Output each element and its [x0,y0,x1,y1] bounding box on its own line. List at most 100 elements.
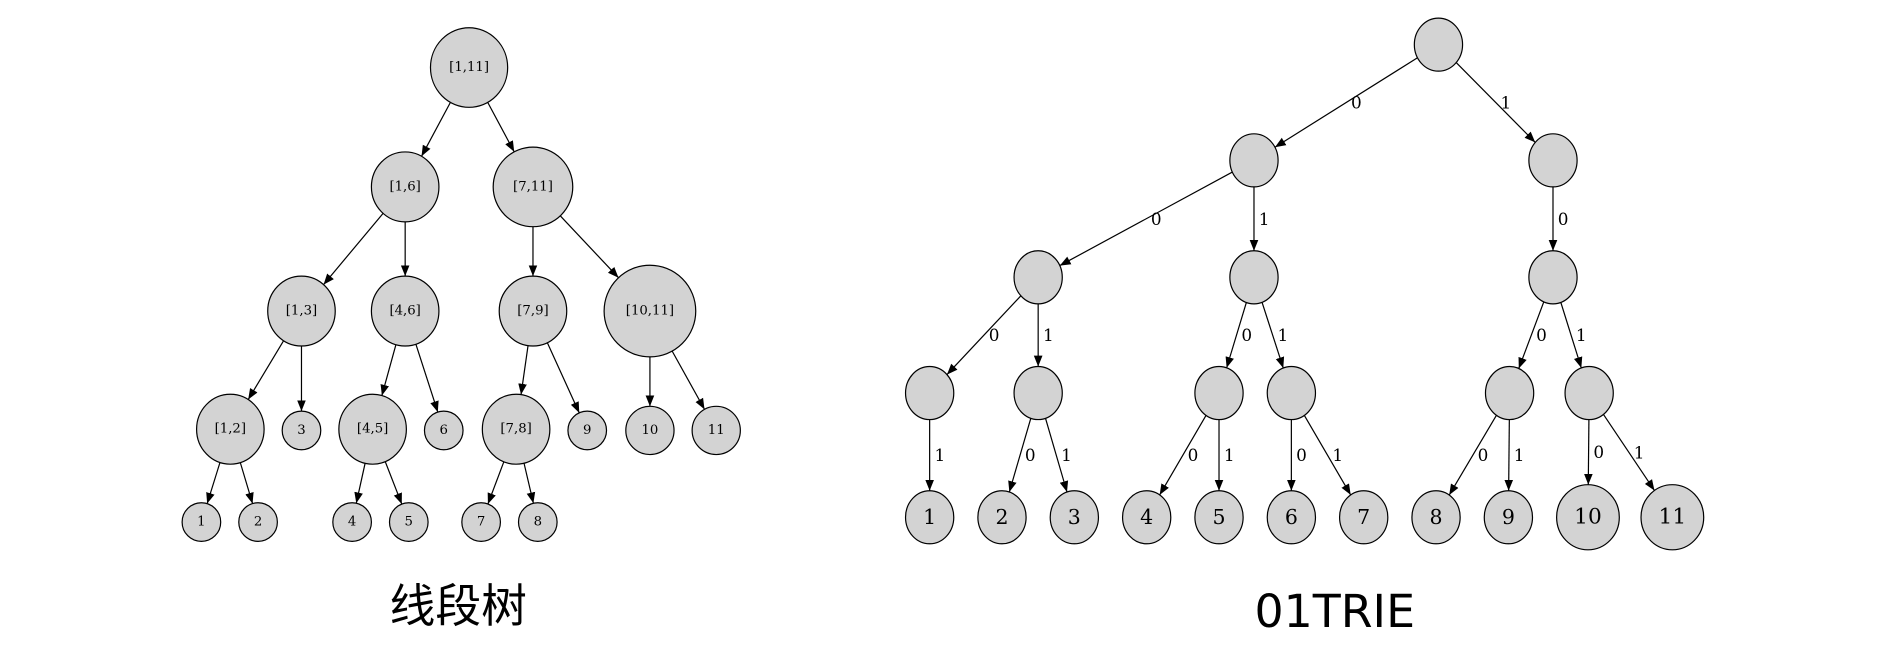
trie-edge [1261,302,1285,369]
trie-node: 11 [1640,484,1705,551]
segment-tree-node: [1,2] [195,393,265,465]
trie-node-circle [1121,490,1172,545]
segment-tree-node-label: [1,6] [389,179,420,194]
trie-node-circle [1556,484,1620,551]
segment-tree-node-label: 3 [297,423,305,438]
segment-tree-edge [247,340,285,400]
segment-tree-node-circle [388,502,429,542]
trie-node [1564,365,1614,421]
trie-edge-label: 0 [1536,325,1547,345]
segment-tree-node-label: 4 [348,515,356,530]
segment-tree-edge [546,342,580,414]
segment-tree-node: [7,8] [481,393,551,465]
trie-title: 01TRIE [1255,584,1416,638]
segment-tree-node-circle [181,502,222,542]
segment-tree-node-label: 8 [534,515,542,530]
segment-tree-node: 2 [238,502,278,542]
segment-tree-edge [523,463,536,504]
trie-node-circle [1528,250,1578,305]
trie-edge-label: 1 [1043,325,1054,345]
trie-node-circle [904,365,955,421]
trie-node-circle [1640,484,1705,551]
trie-node-label: 5 [1212,505,1225,529]
trie-node [1266,365,1317,421]
trie-edge [1455,62,1536,143]
segment-tree-node-circle [603,264,697,358]
segment-tree-node: [7,9] [498,275,568,347]
segment-tree-node-label: [1,3] [286,304,317,319]
trie-edge-label: 0 [1296,445,1307,465]
segment-tree-node-circle [332,502,373,542]
trie-edge-label: 0 [1241,325,1252,345]
trie-node: 2 [977,490,1027,545]
trie-node-circle [977,490,1027,545]
segment-tree-node: 3 [281,410,322,451]
trie-edge-label: 1 [1576,325,1587,345]
trie-node: 5 [1194,490,1244,545]
segment-tree-node-circle [267,275,336,347]
trie-node [1229,133,1279,188]
segment-tree-edge [354,463,366,504]
segment-tree-node-label: [7,9] [517,304,548,319]
trie-edge-label: 0 [989,325,1000,345]
segment-tree-node: 1 [181,502,222,542]
trie-node [1528,250,1578,305]
trie-edge [1159,415,1207,496]
trie-node-circle [1564,365,1614,421]
trie-node-label: 9 [1502,505,1515,529]
trie-node-label: 6 [1285,505,1298,529]
trie-edge-label: 1 [1514,445,1525,465]
trie-edge-label: 1 [1332,445,1343,465]
trie-edge-label: 1 [934,445,945,465]
segment-tree-edge [421,102,451,157]
segment-tree-edge [559,215,619,279]
segment-tree-node-label: [4,5] [357,422,388,437]
trie-edge [946,295,1022,376]
segment-tree: [1,11][1,6][7,11][1,3][4,6][7,9][10,11][… [181,27,741,542]
segment-tree-node: [1,6] [370,151,440,223]
trie-node: 9 [1483,490,1534,545]
trie-edge [1518,301,1545,369]
trie-node-label: 1 [923,505,936,529]
trie-node-label: 2 [995,505,1008,529]
trie-node [1194,365,1244,421]
segment-tree-node-label: [10,11] [626,304,674,319]
trie-edge [1504,419,1514,491]
trie-node-label: 11 [1659,505,1687,530]
segment-tree-node-circle [567,410,608,451]
trie-edge [1584,419,1593,485]
segment-tree-node: 10 [625,405,675,456]
segment-tree-node-circle [517,502,558,542]
segment-tree-edge [380,344,397,396]
trie-edge-label: 0 [1151,209,1162,229]
trie-node-label: 3 [1068,505,1081,529]
segment-tree-node-circle [281,410,322,451]
segment-tree-node: 9 [567,410,608,451]
trie-node-circle [1229,250,1279,305]
trie-node [1013,365,1063,421]
trie-node: 6 [1266,490,1317,545]
trie-node: 1 [904,490,955,545]
segment-tree-node-label: 5 [405,515,413,530]
trie-node-circle [1338,490,1389,545]
segment-tree-node-label: [7,8] [500,422,531,437]
segment-tree-node: 5 [388,502,429,542]
segment-tree-node-label: 6 [440,423,448,438]
trie-node-circle [1484,365,1535,421]
segment-tree-node-circle [461,502,502,542]
trie-edge-label: 0 [1025,445,1036,465]
trie-edge [1303,415,1352,496]
trie-edge [1008,418,1032,493]
segment-tree-title: 线段树 [390,579,527,633]
segment-tree-node-circle [370,151,440,223]
trie-edge-label: 0 [1478,445,1489,465]
segment-tree-node-circle [625,405,675,456]
trie-node-circle [1013,250,1063,305]
segment-tree-node-label: 2 [254,515,262,530]
trie-edge-label: 1 [1061,445,1072,465]
trie-node-circle [1194,490,1244,545]
segment-tree-node: 6 [423,410,464,451]
segment-tree-edge [487,461,505,505]
